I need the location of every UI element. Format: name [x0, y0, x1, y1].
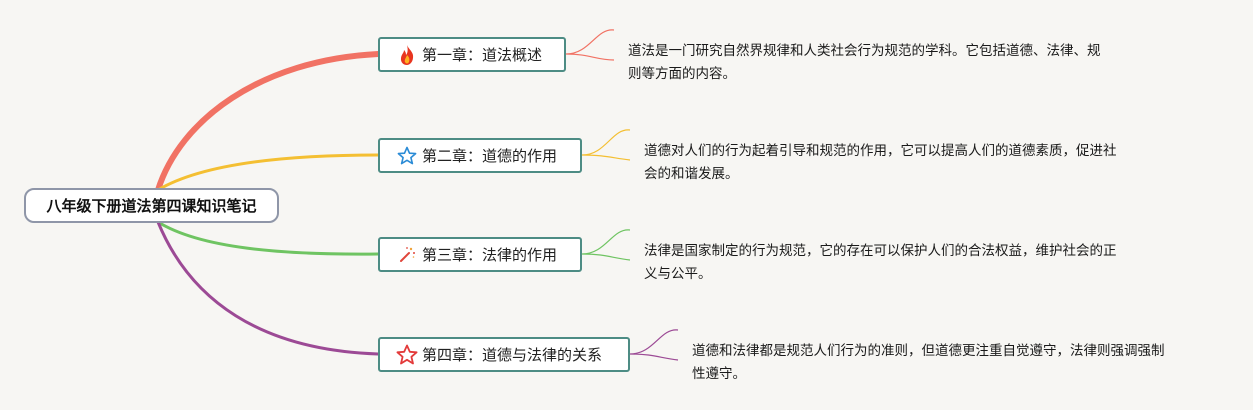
star-outline-icon — [396, 145, 418, 167]
note-2: 道德对人们的行为起着引导和规范的作用，它可以提高人们的道德素质，促进社 会的和谐… — [644, 140, 1117, 186]
note-3-line-1: 法律是国家制定的行为规范，它的存在可以保护人们的合法权益，维护社会的正 — [644, 243, 1117, 259]
branch-label-2: 第二章：道德的作用 — [422, 147, 558, 165]
branch-topic-3[interactable]: 第三章：法律的作用 — [378, 237, 582, 272]
note-2-line-2: 会的和谐发展。 — [644, 166, 739, 182]
root-title: 八年级下册道法第四课知识笔记 — [46, 197, 257, 215]
note-4-line-2: 性遵守。 — [692, 366, 746, 382]
note-1: 道法是一门研究自然界规律和人类社会行为规范的学科。它包括道德、法律、规 则等方面… — [628, 40, 1101, 86]
branch-topic-4[interactable]: 第四章：道德与法律的关系 — [378, 337, 630, 372]
note-connector-1 — [565, 29, 615, 61]
note-2-line-1: 道德对人们的行为起着引导和规范的作用，它可以提高人们的道德素质，促进社 — [644, 143, 1117, 159]
fire-icon — [396, 44, 418, 66]
note-connector-3 — [581, 229, 631, 261]
magic-wand-icon — [396, 244, 418, 266]
note-3: 法律是国家制定的行为规范，它的存在可以保护人们的合法权益，维护社会的正 义与公平… — [644, 240, 1117, 286]
red-star-icon — [396, 344, 418, 366]
note-1-line-1: 道法是一门研究自然界规律和人类社会行为规范的学科。它包括道德、法律、规 — [628, 43, 1101, 59]
note-connector-4 — [629, 329, 679, 361]
note-connector-2 — [581, 129, 631, 161]
note-3-line-2: 义与公平。 — [644, 266, 712, 282]
note-4-line-1: 道德和法律都是规范人们行为的准则，但道德更注重自觉遵守，法律则强调强制 — [692, 343, 1165, 359]
branch-label-1: 第一章：道法概述 — [422, 46, 543, 64]
branch-label-3: 第三章：法律的作用 — [422, 246, 558, 264]
branch-line-2 — [156, 153, 380, 192]
note-1-line-2: 则等方面的内容。 — [628, 66, 736, 82]
branch-label-4: 第四章：道德与法律的关系 — [422, 346, 603, 364]
note-4: 道德和法律都是规范人们行为的准则，但道德更注重自觉遵守，法律则强调强制 性遵守。 — [692, 340, 1165, 386]
branch-line-4 — [156, 220, 380, 356]
branch-line-3 — [156, 220, 380, 256]
root-topic[interactable]: 八年级下册道法第四课知识笔记 — [24, 188, 279, 223]
branch-topic-2[interactable]: 第二章：道德的作用 — [378, 138, 582, 173]
branch-line-1 — [155, 51, 381, 193]
branch-topic-1[interactable]: 第一章：道法概述 — [378, 37, 566, 72]
